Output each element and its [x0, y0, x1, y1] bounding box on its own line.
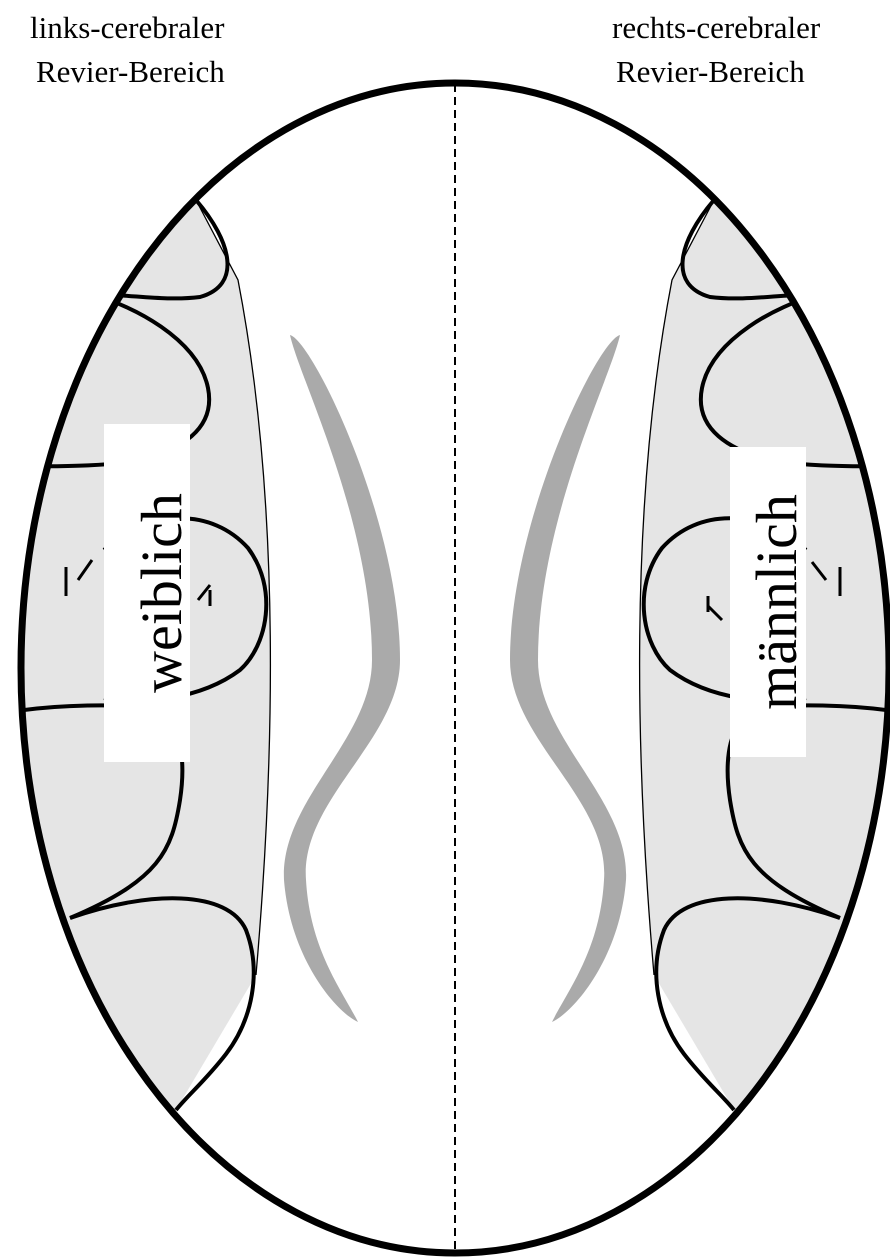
left-ventricle — [284, 335, 400, 1022]
left-label: weiblich — [129, 493, 194, 693]
right-label: männlich — [744, 494, 809, 710]
right-ventricle — [510, 335, 626, 1022]
